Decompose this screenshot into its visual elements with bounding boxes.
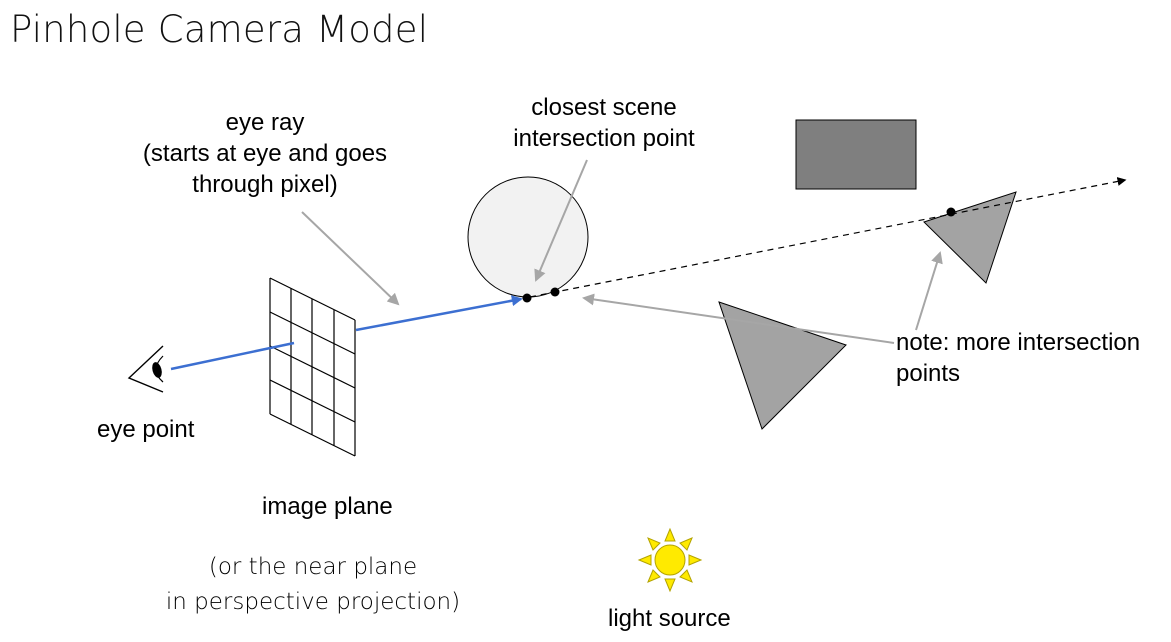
light-source-label: light source bbox=[608, 605, 731, 632]
image-plane-grid bbox=[269, 277, 356, 457]
eye-ray-label-line-3: through pixel) bbox=[192, 171, 338, 198]
sphere-exit-point bbox=[550, 287, 560, 297]
closest-point-label: closest scene intersection point bbox=[484, 92, 724, 154]
closest-point-label-line-2: intersection point bbox=[513, 125, 695, 152]
slide-title: Pinhole Camera Model bbox=[10, 8, 429, 51]
note-annotation-arrow-2 bbox=[915, 251, 943, 331]
note-annotation-arrow-1 bbox=[582, 293, 895, 344]
eye-ray-label: eye ray (starts at eye and goes through … bbox=[115, 107, 415, 200]
note-label-line-1: note: more intersection bbox=[896, 329, 1141, 356]
near-plane-label: (or the near plane in perspective projec… bbox=[133, 550, 493, 620]
continuing-ray bbox=[529, 177, 1127, 298]
note-label: note: more intersection points bbox=[896, 327, 1140, 389]
rectangle-object bbox=[795, 119, 917, 190]
triangle-object-front bbox=[718, 301, 847, 430]
sun-icon bbox=[637, 527, 703, 593]
eye-point-label: eye point bbox=[97, 416, 195, 443]
sphere-object bbox=[467, 176, 589, 298]
near-plane-label-line-1: (or the near plane bbox=[208, 554, 418, 580]
triangle-intersection-point bbox=[946, 207, 956, 217]
eye-ray-label-line-1: eye ray bbox=[225, 109, 305, 136]
eye-icon bbox=[127, 345, 164, 393]
note-label-line-2: points bbox=[896, 360, 961, 387]
triangle-object-back bbox=[923, 191, 1017, 284]
eye-ray-segment-1 bbox=[170, 341, 295, 371]
closest-intersection-point bbox=[522, 293, 532, 303]
eye-ray-annotation-arrow bbox=[301, 211, 400, 306]
near-plane-label-line-2: in perspective projection) bbox=[165, 589, 461, 615]
closest-point-label-line-1: closest scene bbox=[531, 94, 677, 121]
image-plane-label: image plane bbox=[262, 493, 393, 520]
eye-ray-segment-2 bbox=[355, 295, 523, 332]
closest-point-annotation-arrow bbox=[534, 159, 588, 282]
eye-ray-label-line-2: (starts at eye and goes bbox=[142, 140, 388, 167]
